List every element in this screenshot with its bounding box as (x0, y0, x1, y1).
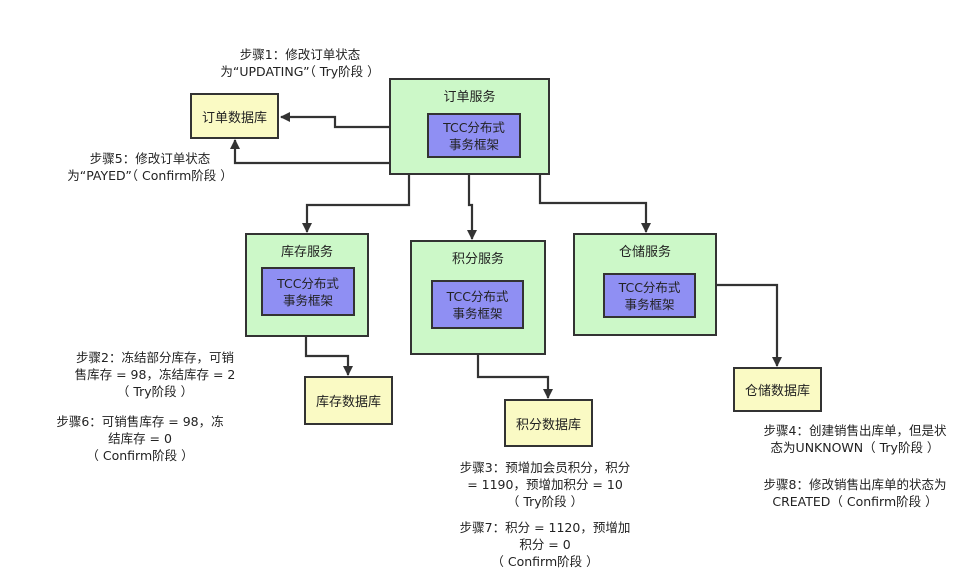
note-line: 步骤4：创建销售出库单，但是状 (763, 423, 947, 438)
order-service-title: 订单服务 (443, 90, 496, 105)
tcc-label-line1: TCC分布式 (443, 119, 505, 135)
tcc-label-line2: 事务框架 (448, 136, 499, 152)
note-step5: 步骤5：修改订单状态 为“PAYED”（ Confirm阶段 ） (50, 150, 250, 184)
note-line: CREATED（ Confirm阶段 ） (772, 494, 938, 509)
note-step4: 步骤4：创建销售出库单，但是状 态为UNKNOWN（ Try阶段 ） (745, 422, 965, 456)
arrow-order-to-db-try (280, 112, 389, 129)
order-database-label: 订单数据库 (201, 110, 267, 126)
points-database-label: 积分数据库 (515, 417, 581, 433)
order-service: 订单服务 (389, 78, 550, 175)
note-step6: 步骤6：可销售库存 = 98，冻 结库存 = 0 （ Confirm阶段 ） (40, 413, 240, 464)
warehouse-service-title: 仓储服务 (618, 245, 671, 260)
note-line: （ Confirm阶段 ） (86, 448, 194, 463)
note-line: 步骤2：冻结部分库存，可销 (76, 350, 234, 365)
note-line: （ Confirm阶段 ） (491, 554, 599, 569)
note-step7: 步骤7：积分 = 1120，预增加 积分 = 0 （ Confirm阶段 ） (445, 519, 645, 570)
warehouse-database-label: 仓储数据库 (744, 384, 810, 399)
note-step1: 步骤1：修改订单状态 为“UPDATING”（ Try阶段 ） (200, 46, 400, 80)
tcc-label-line1: TCC分布式 (618, 279, 681, 295)
arrow-points-to-db (476, 355, 553, 399)
arrow-order-to-db-confirm (230, 139, 389, 165)
note-line: 结库存 = 0 (108, 431, 172, 446)
tcc-label-line2: 事务框架 (624, 296, 675, 312)
note-step2: 步骤2：冻结部分库存，可销 售库存 = 98，冻结库存 = 2 （ Try阶段 … (55, 349, 255, 400)
warehouse-database: 仓储数据库 (733, 367, 822, 412)
note-step3: 步骤3：预增加会员积分，积分 = 1190，预增加积分 = 10 （ Try阶段… (445, 459, 645, 510)
note-step8: 步骤8：修改销售出库单的状态为 CREATED（ Confirm阶段 ） (745, 476, 965, 510)
note-line: 积分 = 0 (519, 537, 571, 552)
note-line: 为“UPDATING”（ Try阶段 ） (220, 64, 380, 79)
inventory-service-title: 库存服务 (280, 245, 333, 260)
points-tcc-framework: TCC分布式事务框架 (431, 280, 524, 329)
note-line: 步骤8：修改销售出库单的状态为 (763, 477, 947, 492)
inventory-tcc-framework: TCC分布式事务框架 (261, 267, 355, 316)
tcc-label-line1: TCC分布式 (446, 288, 509, 304)
note-line: 步骤7：积分 = 1120，预增加 (459, 520, 631, 535)
note-line: 步骤3：预增加会员积分，积分 (459, 460, 631, 475)
warehouse-tcc-framework: TCC分布式事务框架 (603, 273, 696, 318)
arrow-order-to-warehouse (538, 175, 651, 233)
note-line: 步骤6：可销售库存 = 98，冻 (56, 414, 224, 429)
note-line: （ Try阶段 ） (506, 494, 584, 509)
order-database: 订单数据库 (190, 93, 279, 139)
note-line: 步骤5：修改订单状态 (89, 151, 211, 166)
arrow-inventory-to-db (304, 337, 353, 376)
note-line: 售库存 = 98，冻结库存 = 2 (74, 367, 236, 382)
arrow-warehouse-to-db (717, 283, 782, 367)
note-line: = 1190，预增加积分 = 10 (467, 477, 623, 492)
arrow-order-to-inventory (302, 175, 411, 233)
note-line: 态为UNKNOWN（ Try阶段 ） (770, 440, 940, 455)
note-line: 步骤1：修改订单状态 (239, 47, 361, 62)
note-line: 为“PAYED”（ Confirm阶段 ） (67, 168, 233, 183)
inventory-database-label: 库存数据库 (315, 395, 381, 410)
arrow-order-to-points (467, 175, 477, 240)
inventory-database: 库存数据库 (304, 376, 393, 425)
order-tcc-framework: TCC分布式事务框架 (427, 113, 521, 158)
points-service-title: 积分服务 (451, 252, 504, 267)
points-database: 积分数据库 (504, 399, 593, 447)
tcc-label-line2: 事务框架 (452, 305, 503, 321)
note-line: （ Try阶段 ） (116, 384, 194, 399)
tcc-label-line2: 事务框架 (282, 292, 333, 308)
tcc-label-line1: TCC分布式 (277, 275, 339, 291)
